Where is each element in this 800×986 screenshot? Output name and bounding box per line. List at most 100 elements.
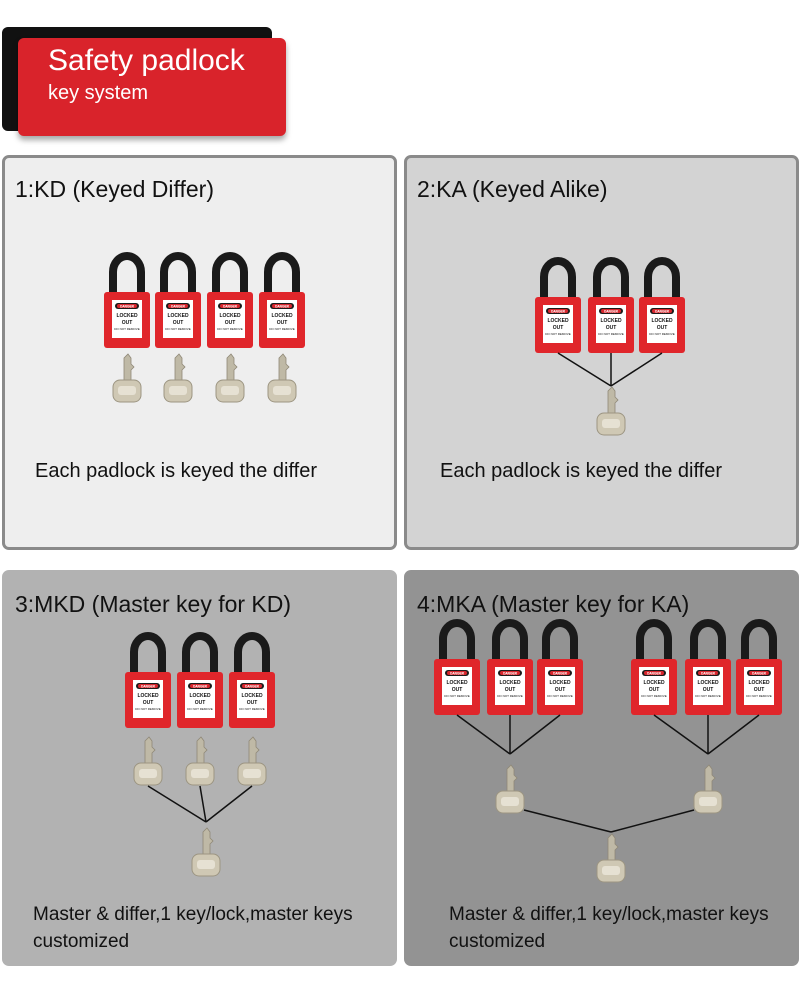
panel-title: 2:KA (Keyed Alike) [417, 176, 608, 202]
key-icon [163, 353, 193, 403]
svg-text:OUT: OUT [657, 325, 668, 331]
key-icon [237, 736, 267, 786]
svg-text:OUT: OUT [173, 320, 184, 326]
connector-line [557, 352, 612, 387]
panel-title: 1:KD (Keyed Differ) [15, 176, 214, 202]
svg-text:DANGER: DANGER [604, 309, 619, 313]
svg-text:OUT: OUT [703, 687, 714, 693]
panel-title: 4:MKA (Master key for KA) [417, 591, 690, 617]
svg-text:LOCKED: LOCKED [167, 313, 189, 319]
svg-text:DO NOT REMOVE: DO NOT REMOVE [641, 694, 666, 698]
svg-text:LOCKED: LOCKED [137, 693, 159, 699]
svg-text:DO NOT REMOVE: DO NOT REMOVE [239, 707, 264, 711]
connector-line [610, 352, 663, 387]
svg-text:DO NOT REMOVE: DO NOT REMOVE [165, 327, 190, 331]
svg-text:LOCKED: LOCKED [271, 313, 293, 319]
svg-text:OUT: OUT [606, 325, 617, 331]
svg-text:DANGER: DANGER [503, 671, 518, 675]
banner [18, 38, 286, 136]
panel-description: Master & differ,1 key/lock,master keys c… [449, 904, 769, 952]
svg-text:DANGER: DANGER [752, 671, 767, 675]
key-icon [191, 827, 221, 877]
connector-line [523, 809, 612, 833]
svg-text:DO NOT REMOVE: DO NOT REMOVE [545, 332, 570, 336]
svg-text:DANGER: DANGER [553, 671, 568, 675]
svg-text:LOCKED: LOCKED [748, 680, 770, 686]
svg-text:DANGER: DANGER [171, 304, 186, 308]
svg-text:OUT: OUT [247, 700, 258, 706]
connector-line [707, 714, 760, 755]
connector-line [653, 714, 709, 755]
svg-text:LOCKED: LOCKED [499, 680, 521, 686]
svg-text:DO NOT REMOVE: DO NOT REMOVE [497, 694, 522, 698]
key-icon [112, 353, 142, 403]
svg-text:DANGER: DANGER [141, 684, 156, 688]
banner-subtitle: key system [48, 82, 149, 104]
banner-title: Safety padlock [48, 44, 245, 77]
svg-text:LOCKED: LOCKED [547, 318, 569, 324]
key-icon [596, 833, 626, 883]
key-icon [596, 386, 626, 436]
svg-text:DANGER: DANGER [701, 671, 716, 675]
key-icon [133, 736, 163, 786]
svg-text:LOCKED: LOCKED [549, 680, 571, 686]
svg-text:DO NOT REMOVE: DO NOT REMOVE [217, 327, 242, 331]
svg-text:OUT: OUT [122, 320, 133, 326]
svg-text:DANGER: DANGER [655, 309, 670, 313]
svg-text:OUT: OUT [555, 687, 566, 693]
svg-text:OUT: OUT [754, 687, 765, 693]
svg-text:DO NOT REMOVE: DO NOT REMOVE [746, 694, 771, 698]
key-icon [495, 764, 525, 814]
svg-text:DANGER: DANGER [245, 684, 260, 688]
svg-text:DANGER: DANGER [450, 671, 465, 675]
svg-text:OUT: OUT [505, 687, 516, 693]
svg-text:DO NOT REMOVE: DO NOT REMOVE [695, 694, 720, 698]
key-icon [185, 736, 215, 786]
svg-text:DANGER: DANGER [275, 304, 290, 308]
key-icon [267, 353, 297, 403]
connector-line [205, 785, 253, 823]
svg-text:LOCKED: LOCKED [241, 693, 263, 699]
svg-text:DO NOT REMOVE: DO NOT REMOVE [649, 332, 674, 336]
svg-text:DANGER: DANGER [193, 684, 208, 688]
svg-text:LOCKED: LOCKED [219, 313, 241, 319]
svg-text:DO NOT REMOVE: DO NOT REMOVE [114, 327, 139, 331]
svg-text:OUT: OUT [143, 700, 154, 706]
key-icon [693, 764, 723, 814]
panel-description: Each padlock is keyed the differ [440, 460, 723, 482]
svg-text:DANGER: DANGER [120, 304, 135, 308]
connector-line [509, 714, 561, 755]
svg-text:DO NOT REMOVE: DO NOT REMOVE [444, 694, 469, 698]
connector-line [456, 714, 511, 755]
connector-line [610, 809, 695, 833]
svg-text:LOCKED: LOCKED [651, 318, 673, 324]
panel-description: Each padlock is keyed the differ [35, 460, 318, 482]
svg-text:DANGER: DANGER [223, 304, 238, 308]
svg-text:OUT: OUT [452, 687, 463, 693]
svg-text:DO NOT REMOVE: DO NOT REMOVE [187, 707, 212, 711]
svg-text:LOCKED: LOCKED [189, 693, 211, 699]
key-icon [215, 353, 245, 403]
svg-text:OUT: OUT [649, 687, 660, 693]
svg-text:LOCKED: LOCKED [116, 313, 138, 319]
panel-description: Master & differ,1 key/lock,master keys c… [33, 904, 353, 952]
svg-text:LOCKED: LOCKED [446, 680, 468, 686]
svg-text:OUT: OUT [225, 320, 236, 326]
svg-text:LOCKED: LOCKED [643, 680, 665, 686]
svg-text:OUT: OUT [277, 320, 288, 326]
